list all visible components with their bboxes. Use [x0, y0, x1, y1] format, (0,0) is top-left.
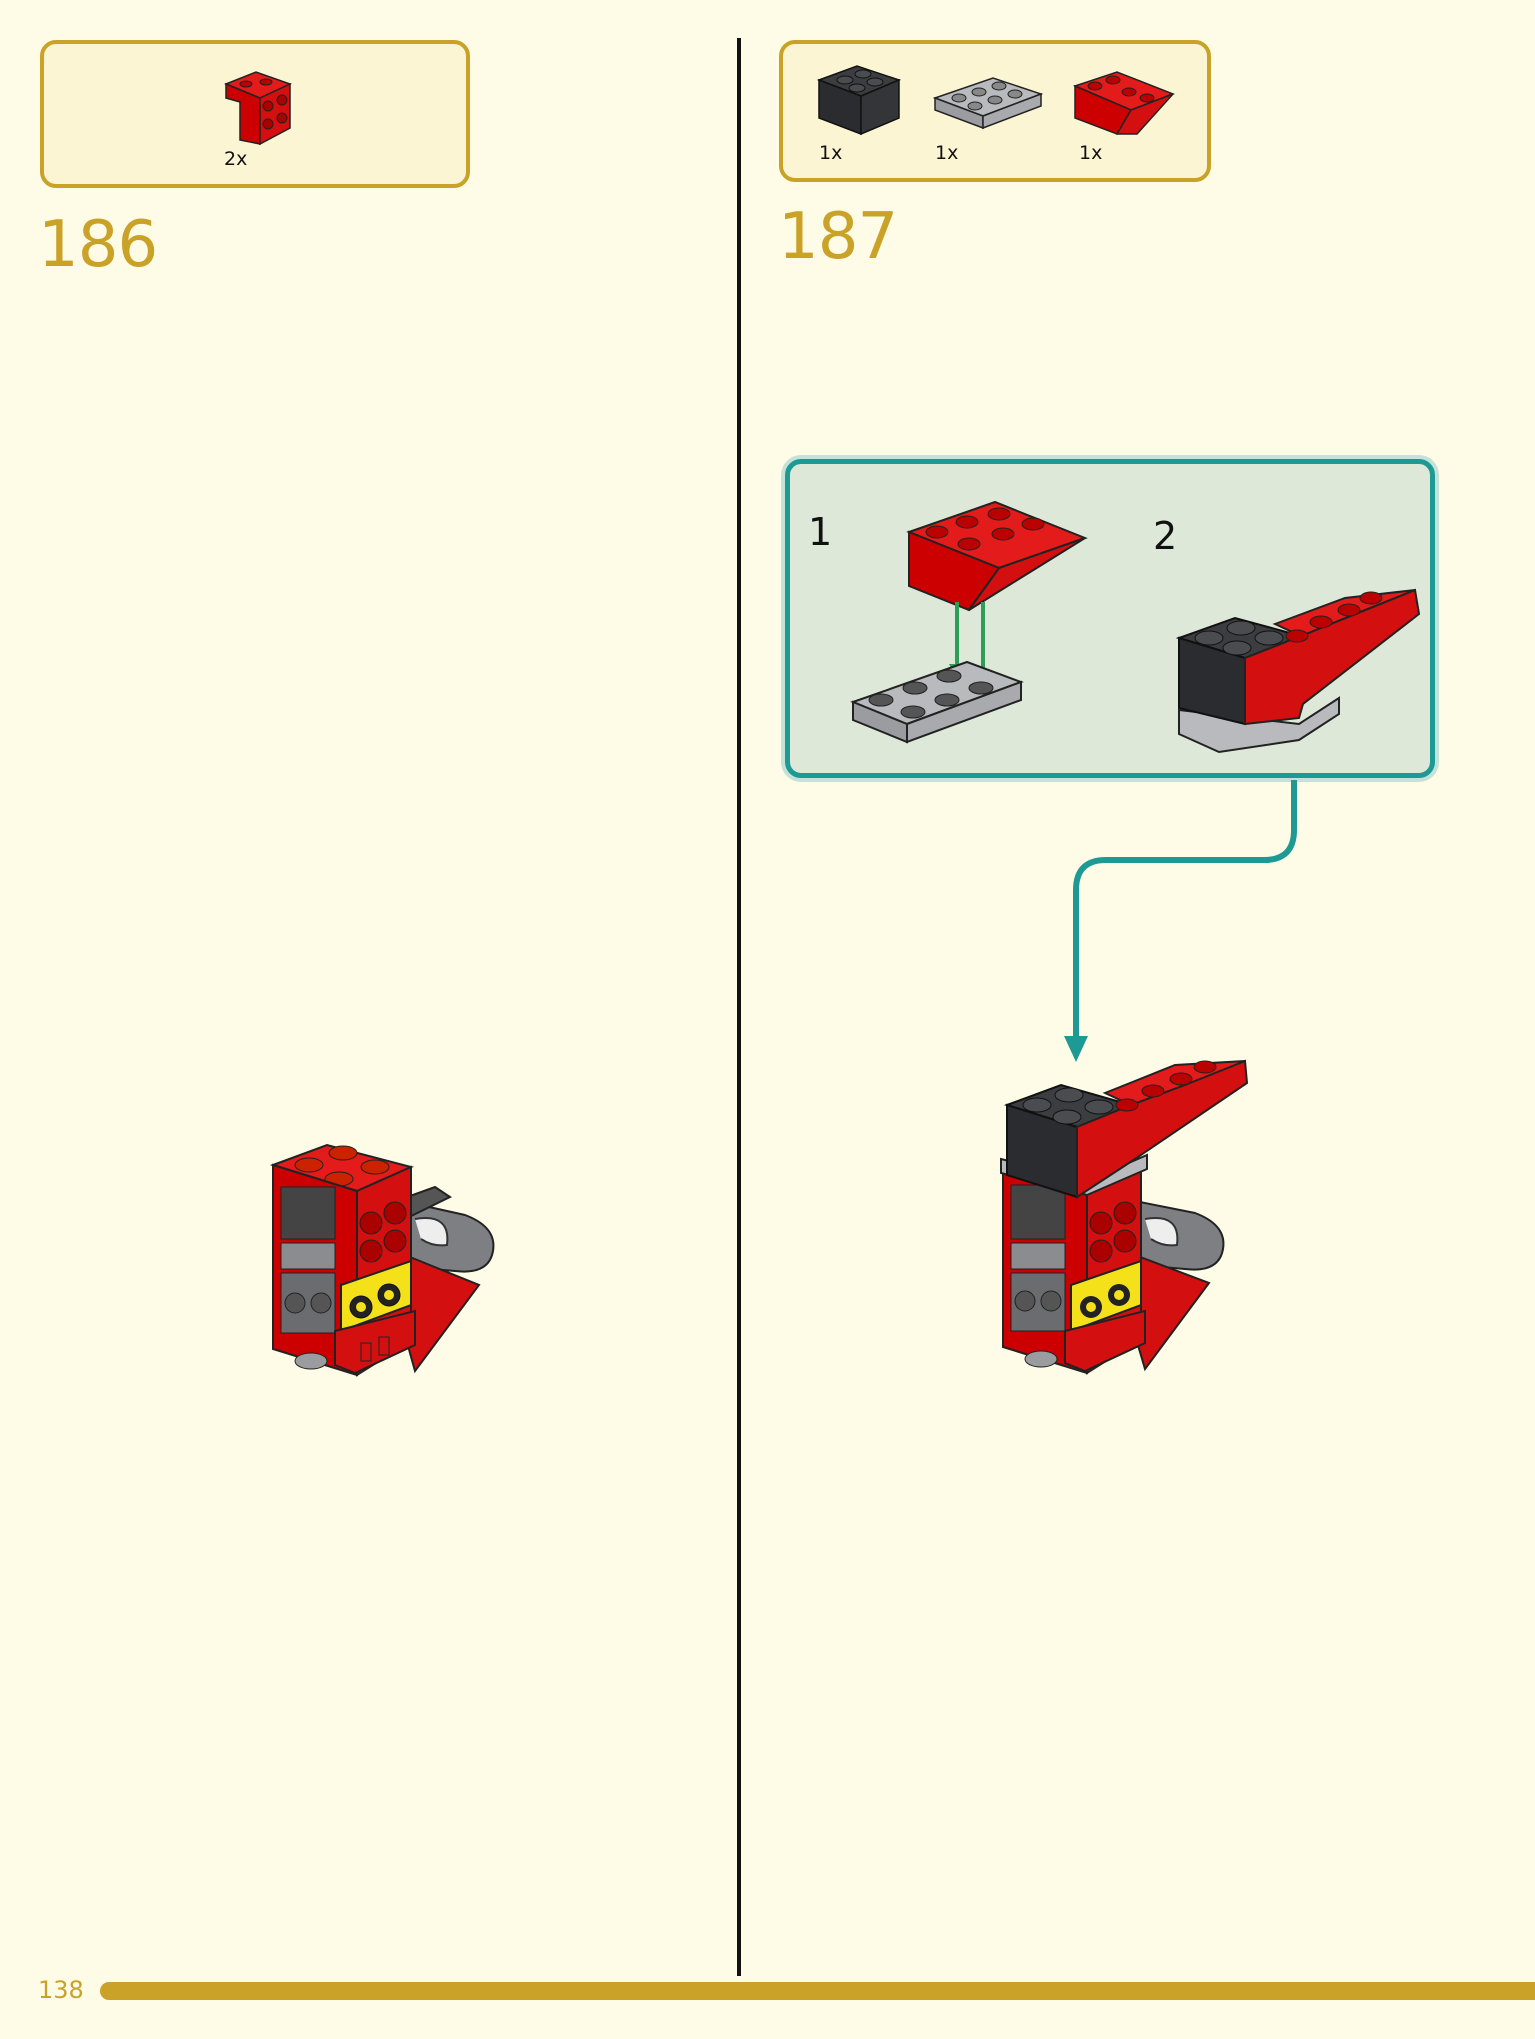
- sub-assembly-callout: 1 2: [785, 459, 1435, 778]
- part-quantity: 2x: [224, 148, 248, 170]
- substep-number-1: 1: [808, 510, 833, 554]
- black-2x2-brick-icon: [816, 65, 902, 136]
- substep-1-illustration: [850, 500, 1088, 744]
- step-186-parts-box: 2x: [40, 40, 470, 188]
- part-quantity: 1x: [935, 142, 959, 164]
- callout-connector-arrow: [1064, 780, 1297, 1062]
- substep-number-2: 2: [1153, 514, 1178, 558]
- step-number-186: 186: [38, 208, 158, 282]
- gray-2x3-plate-icon: [932, 77, 1044, 130]
- substep-2-illustration: [1175, 588, 1421, 754]
- step-number-187: 187: [778, 200, 898, 274]
- part-quantity: 1x: [819, 142, 843, 164]
- step-187-parts-box: 1x 1x 1x: [779, 40, 1211, 182]
- column-divider: [737, 38, 741, 1976]
- page-number: 138: [38, 1976, 84, 2004]
- step-186-model-illustration: [269, 1143, 495, 1377]
- part-quantity: 1x: [1079, 142, 1103, 164]
- red-inverted-slope-icon: [1072, 71, 1176, 135]
- footer-bar: [100, 1982, 1535, 2000]
- step-187-model-illustration: [1000, 1059, 1249, 1375]
- red-bracket-brick-icon: [224, 71, 292, 146]
